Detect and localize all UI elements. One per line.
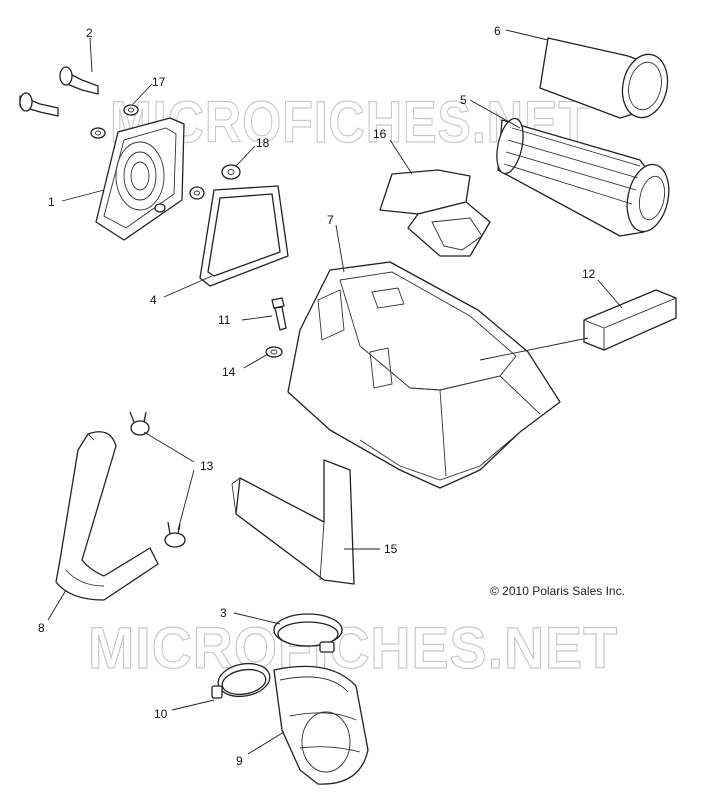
copyright-text: © 2010 Polaris Sales Inc. xyxy=(490,584,625,598)
part-14-washer[interactable] xyxy=(265,346,283,358)
callout-15[interactable]: 15 xyxy=(384,542,398,556)
callout-3[interactable]: 3 xyxy=(220,606,227,620)
part-3-clamp[interactable] xyxy=(273,613,343,653)
callout-6[interactable]: 6 xyxy=(494,24,501,38)
part-15-foam[interactable] xyxy=(231,459,355,585)
part-16-inlet-duct[interactable] xyxy=(379,169,491,257)
part-17-washers[interactable] xyxy=(90,104,205,200)
callout-18[interactable]: 18 xyxy=(256,136,270,150)
callout-17[interactable]: 17 xyxy=(152,75,166,89)
part-4-gasket[interactable] xyxy=(199,185,289,287)
callout-5[interactable]: 5 xyxy=(460,93,467,107)
part-2-screws[interactable] xyxy=(19,66,99,117)
part-8-hose[interactable] xyxy=(55,431,159,601)
part-11-bolt[interactable] xyxy=(271,297,287,331)
callout-2[interactable]: 2 xyxy=(86,26,93,40)
part-5-main-filter[interactable] xyxy=(492,116,674,237)
watermark-bottom: MICROFICHES.NET xyxy=(88,616,618,681)
part-7-airbox[interactable] xyxy=(287,261,561,489)
callout-10[interactable]: 10 xyxy=(154,707,168,721)
callout-8[interactable]: 8 xyxy=(38,621,45,635)
callout-14[interactable]: 14 xyxy=(222,365,236,379)
callout-16[interactable]: 16 xyxy=(373,127,387,141)
callout-9[interactable]: 9 xyxy=(236,754,243,768)
part-13-clamps[interactable] xyxy=(129,411,186,548)
part-6-outer-filter[interactable] xyxy=(539,37,673,122)
part-1-cover[interactable] xyxy=(95,117,185,241)
part-18-washer[interactable] xyxy=(221,164,241,180)
part-9-outlet-boot[interactable] xyxy=(273,665,369,785)
callout-13[interactable]: 13 xyxy=(200,459,214,473)
callout-12[interactable]: 12 xyxy=(582,267,596,281)
callout-11[interactable]: 11 xyxy=(218,313,231,327)
callout-1[interactable]: 1 xyxy=(48,195,55,209)
part-12-foam-strip[interactable] xyxy=(583,289,677,351)
leader-lines xyxy=(47,29,623,755)
part-10-clamp[interactable] xyxy=(211,660,272,701)
callout-7[interactable]: 7 xyxy=(327,213,334,227)
callout-4[interactable]: 4 xyxy=(150,293,157,307)
